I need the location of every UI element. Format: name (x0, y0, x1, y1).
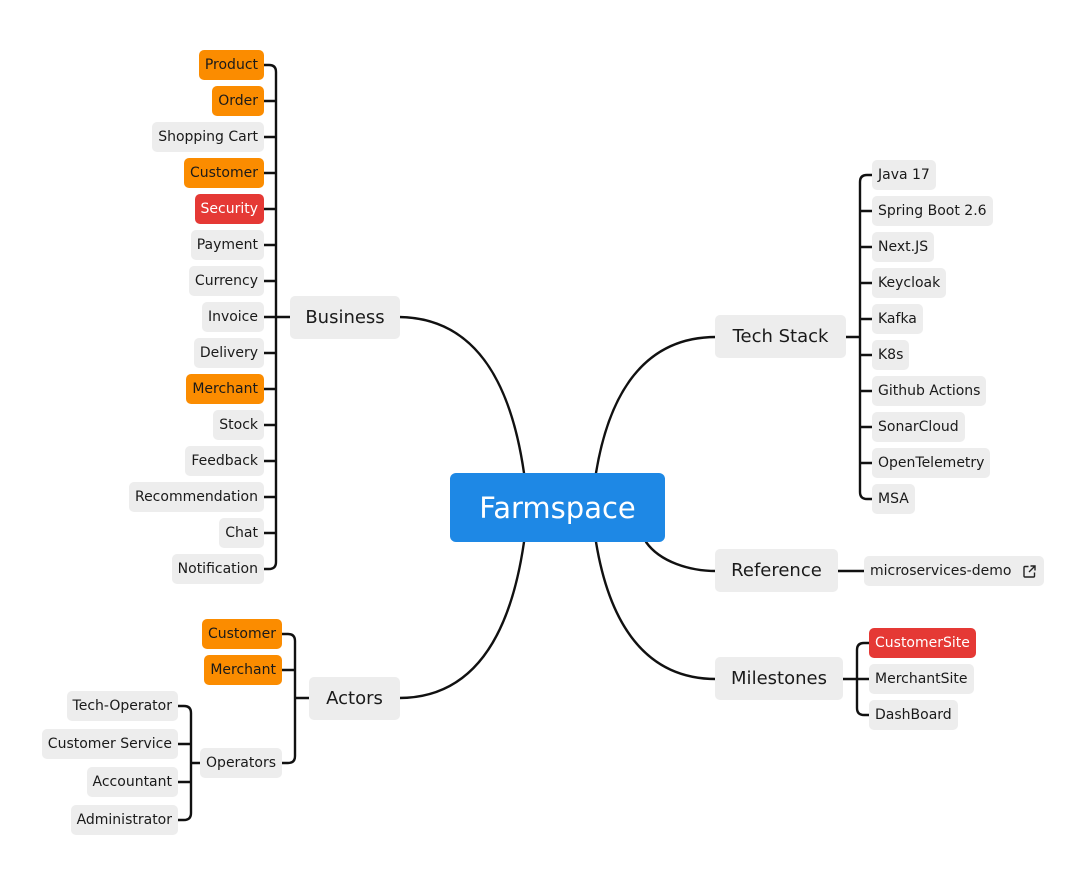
bracket-operators (176, 704, 207, 822)
business-item-label: Feedback (191, 453, 258, 469)
tech-stack-item[interactable]: Spring Boot 2.6 (872, 196, 993, 226)
actors-item[interactable]: Customer (201, 619, 282, 649)
operators-item-label: Accountant (92, 774, 172, 790)
tech-stack-item-label: K8s (878, 347, 904, 363)
tech-stack-item-label: Next.JS (878, 239, 929, 255)
business-item[interactable]: Feedback (185, 446, 264, 476)
branch-actors[interactable]: Actors (309, 677, 400, 720)
operators-item[interactable]: Tech-Operator (66, 691, 178, 721)
business-item[interactable]: Recommendation (128, 482, 264, 512)
business-item-label: Shopping Cart (158, 129, 258, 145)
business-item[interactable]: Payment (190, 230, 264, 260)
business-item[interactable]: Chat (219, 518, 264, 548)
root-label: Farmspace (479, 490, 636, 525)
tech-stack-item-label: Spring Boot 2.6 (878, 203, 987, 219)
tech-stack-item-label: SonarCloud (878, 419, 959, 435)
tech-stack-item[interactable]: Keycloak (872, 268, 947, 298)
business-item-label: Customer (189, 165, 258, 181)
bracket-techstack (844, 173, 875, 501)
operators-item[interactable]: Accountant (86, 767, 178, 797)
operators-item-label: Administrator (76, 812, 172, 828)
business-item[interactable]: Notification (171, 554, 264, 584)
operators-item[interactable]: Administrator (70, 805, 178, 835)
business-item[interactable]: Currency (188, 266, 264, 296)
branch-reference-label: Reference (731, 560, 822, 581)
actors-item[interactable]: Merchant (204, 655, 282, 685)
bracket-actors (280, 632, 311, 765)
milestone-item[interactable]: CustomerSite (869, 628, 976, 658)
business-item[interactable]: Delivery (193, 338, 264, 368)
tech-stack-item-label: OpenTelemetry (878, 455, 985, 471)
edge-root-milestones (594, 540, 718, 681)
actors-item-label: Merchant (210, 662, 276, 678)
actors-item-operators[interactable]: Operators (200, 748, 282, 778)
branch-milestones-label: Milestones (731, 668, 827, 689)
business-item[interactable]: Stock (213, 410, 264, 440)
tech-stack-item[interactable]: MSA (872, 484, 915, 514)
milestone-item-label: DashBoard (875, 707, 952, 723)
operators-item-label: Customer Service (47, 736, 172, 752)
business-item-label: Payment (196, 237, 258, 253)
reference-link[interactable]: microservices-demo (864, 556, 1045, 586)
edge-root-reference (644, 540, 718, 573)
business-item-label: Delivery (199, 345, 258, 361)
business-item-label: Merchant (192, 381, 258, 397)
tech-stack-item[interactable]: SonarCloud (872, 412, 965, 442)
branch-actors-label: Actors (326, 688, 383, 709)
tech-stack-item[interactable]: Github Actions (872, 376, 987, 406)
tech-stack-item-label: Kafka (878, 311, 917, 327)
operators-item-label: Tech-Operator (72, 698, 172, 714)
milestone-item-label: MerchantSite (875, 671, 968, 687)
milestone-item[interactable]: MerchantSite (869, 664, 974, 694)
branch-milestones[interactable]: Milestones (715, 657, 843, 700)
tech-stack-item[interactable]: K8s (872, 340, 910, 370)
business-item-label: Recommendation (134, 489, 258, 505)
business-item[interactable]: Shopping Cart (152, 122, 264, 152)
branch-reference[interactable]: Reference (715, 549, 838, 592)
business-item[interactable]: Order (212, 86, 264, 116)
tech-stack-item[interactable]: OpenTelemetry (872, 448, 991, 478)
actors-item-label: Operators (206, 755, 276, 771)
tech-stack-item[interactable]: Java 17 (872, 160, 936, 190)
bracket-business (262, 63, 292, 571)
branch-business-label: Business (305, 307, 385, 328)
tech-stack-item-label: Keycloak (878, 275, 941, 291)
business-item-label: Order (218, 93, 258, 109)
edge-root-actors (397, 540, 526, 700)
tech-stack-item-label: MSA (878, 491, 909, 507)
tech-stack-item-label: Github Actions (878, 383, 981, 399)
edge-root-techstack (594, 335, 718, 475)
edge-root-business (397, 315, 526, 475)
business-item[interactable]: Customer (183, 158, 264, 188)
business-item[interactable]: Merchant (186, 374, 264, 404)
business-item[interactable]: Invoice (201, 302, 264, 332)
tech-stack-item-label: Java 17 (878, 167, 930, 183)
business-item-label: Chat (225, 525, 258, 541)
business-item-label: Invoice (207, 309, 258, 325)
milestone-item[interactable]: DashBoard (869, 700, 958, 730)
business-item[interactable]: Product (198, 50, 264, 80)
business-item-label: Stock (219, 417, 258, 433)
business-item[interactable]: Security (194, 194, 264, 224)
milestone-item-label: CustomerSite (875, 635, 970, 651)
branch-business[interactable]: Business (290, 296, 400, 339)
reference-link-label: microservices-demo (870, 563, 1012, 579)
tech-stack-item[interactable]: Kafka (872, 304, 923, 334)
tech-stack-item[interactable]: Next.JS (872, 232, 935, 262)
business-item-label: Currency (194, 273, 258, 289)
operators-item[interactable]: Customer Service (41, 729, 178, 759)
business-item-label: Security (200, 201, 259, 217)
branch-tech-stack[interactable]: Tech Stack (715, 315, 846, 358)
business-item-label: Product (204, 57, 258, 73)
branch-tech-stack-label: Tech Stack (732, 326, 829, 347)
bracket-milestones (841, 641, 871, 717)
business-item-label: Notification (177, 561, 258, 577)
actors-item-label: Customer (207, 626, 276, 642)
root-node[interactable]: Farmspace (450, 473, 665, 542)
external-link-icon[interactable] (1023, 564, 1037, 578)
